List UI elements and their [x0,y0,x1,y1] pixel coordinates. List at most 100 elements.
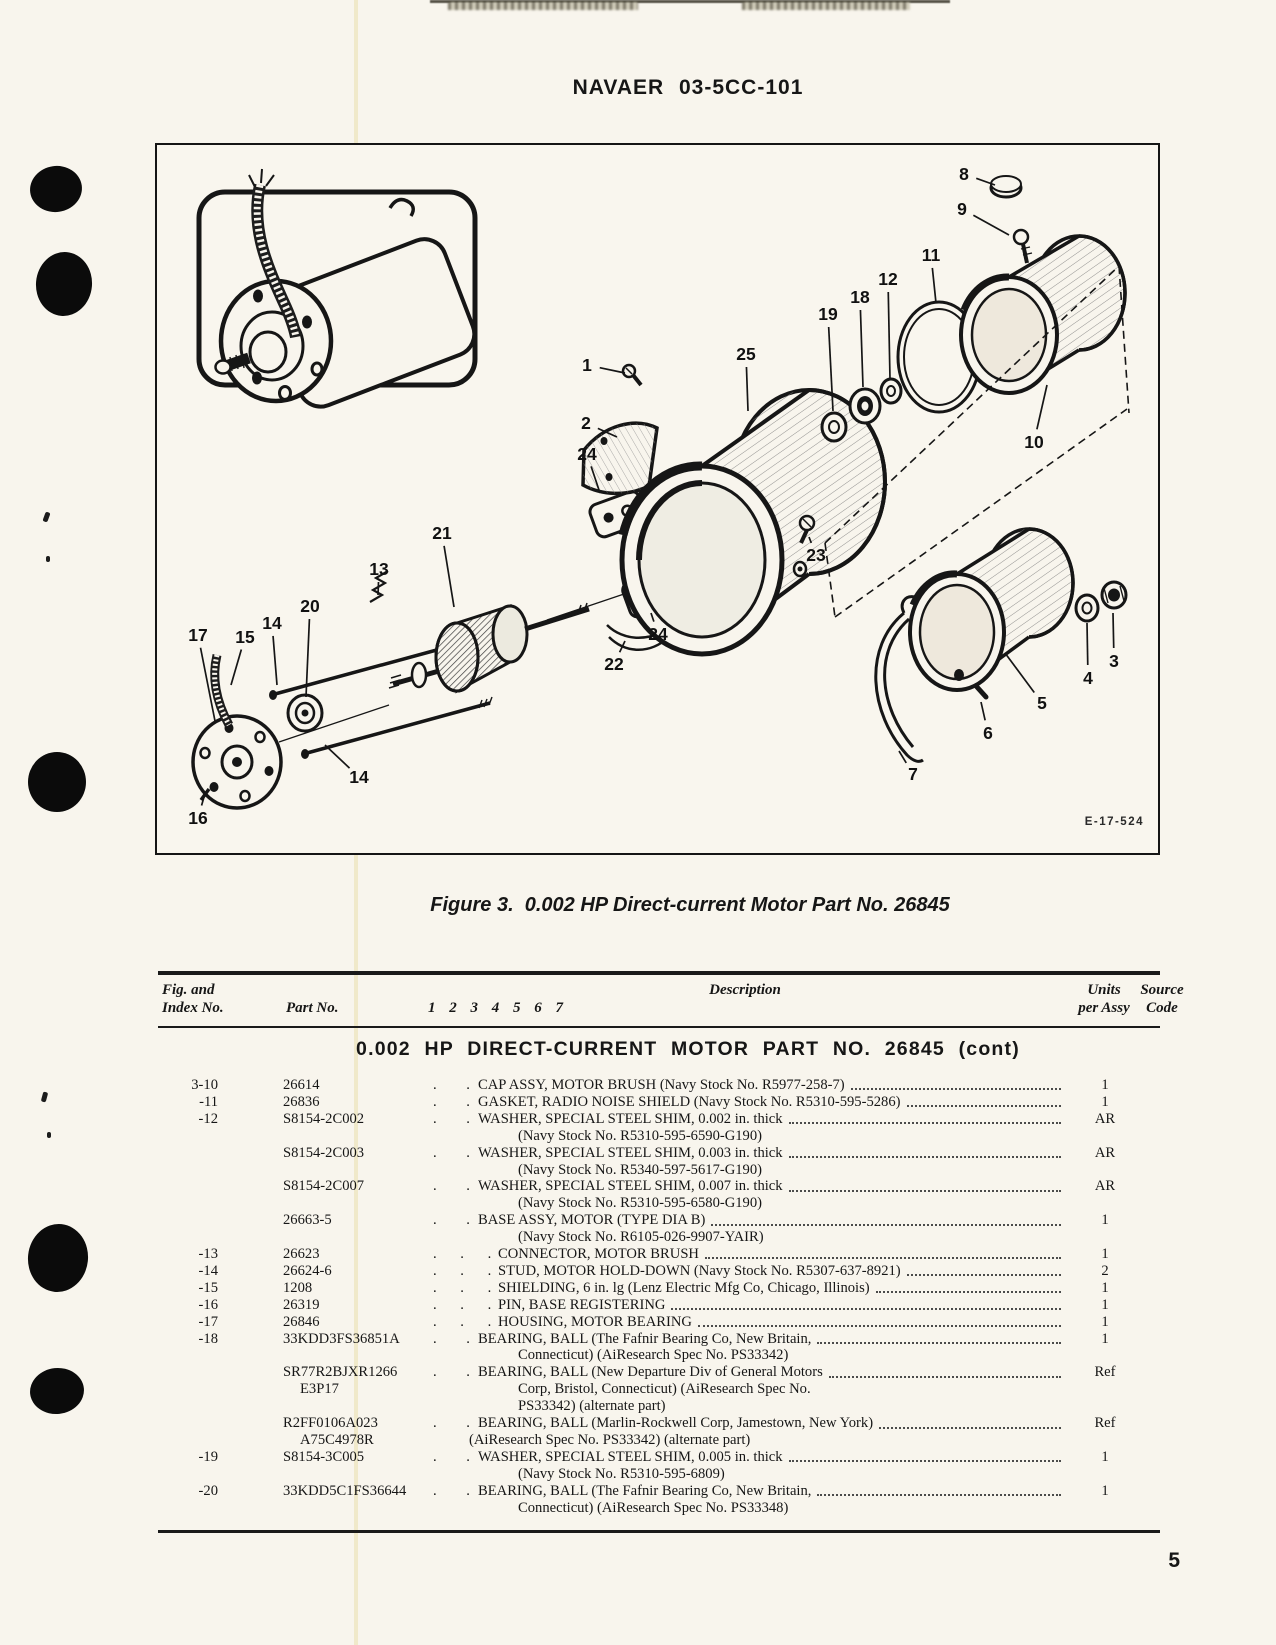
figure-callout-number: 25 [736,344,756,364]
leader-dots [711,1223,1061,1226]
description-text: BEARING, BALL (Marlin-Rockwell Corp, Jam… [478,1415,874,1432]
leader-dots [788,1156,1061,1159]
figure-callout-number: 20 [300,596,320,616]
leader-dots [906,1105,1061,1108]
description-text: WASHER, SPECIAL STEEL SHIM, 0.005 in. th… [478,1448,783,1465]
table-row: (Navy Stock No. R5310-595-6809) [160,1466,1160,1483]
part-number: S8154-2C003 [283,1144,365,1161]
description-text: WASHER, SPECIAL STEEL SHIM, 0.007 in. th… [478,1178,783,1195]
table-row: 26663-5. .BASE ASSY, MOTOR (TYPE DIA B)1 [160,1212,1160,1229]
callout-leader-line [199,647,216,722]
units-value: 1 [1101,1448,1109,1465]
description-text: WASHER, SPECIAL STEEL SHIM, 0.002 in. th… [478,1110,783,1127]
punch-hole [27,162,85,216]
callout-leader-line [305,618,311,698]
figure-callout-number: 18 [850,287,870,307]
punch-hole [27,1365,87,1417]
part-number: 26663-5 [283,1212,332,1229]
part-number: SR77R2BJXR1266 [283,1364,398,1381]
figure-callout-number: 6 [983,723,993,743]
table-top-rule [158,971,1160,975]
description-cell: (Navy Stock No. R5310-595-6809) [433,1466,1065,1483]
description-text: (Navy Stock No. R5310-595-6590-G190) [518,1127,763,1144]
description-cell: (Navy Stock No. R5310-595-6580-G190) [433,1195,1065,1212]
description-text: Connecticut) (AiResearch Spec No. PS3334… [518,1347,789,1364]
description-text: BEARING, BALL (The Fafnir Bearing Co, Ne… [478,1482,812,1499]
figure-callout-number: 10 [1024,432,1044,452]
figure-callout-number: 1 [582,355,592,375]
description-text: HOUSING, MOTOR BEARING [498,1313,692,1330]
leader-dots [817,1342,1061,1344]
units-value: 1 [1101,1093,1109,1110]
row-index: -14 [198,1262,218,1279]
description-cell: (AiResearch Spec No. PS33342) (alternate… [433,1432,1065,1449]
figure-callout-number: 7 [908,764,918,784]
description-text: SHIELDING, 6 in. lg (Lenz Electric Mfg C… [498,1279,870,1296]
callout-leader-line [200,796,205,806]
description-text: (AiResearch Spec No. PS33342) (alternate… [469,1432,751,1449]
description-text: PS33342) (alternate part) [518,1398,666,1415]
row-index: -12 [198,1110,218,1127]
callout-leader-line [827,326,834,412]
figure-callouts: 1234567891011121314141516171819202122232… [188,164,1119,828]
indenture-dots: . . . [433,1246,502,1263]
indenture-dots: . . [433,1110,483,1127]
figure-callout-number: 21 [432,523,452,543]
units-value: AR [1094,1144,1116,1161]
callout-leader-line [597,427,618,438]
table-row: (Navy Stock No. R5310-595-6590-G190) [160,1128,1160,1145]
figure-callout-number: 13 [369,559,389,579]
callout-leader-line [1112,612,1115,649]
table-row: A75C4978R(AiResearch Spec No. PS33342) (… [160,1432,1160,1449]
part-number: 26614 [283,1077,320,1093]
row-index: -17 [198,1313,218,1330]
figure-callout-number: 3 [1109,651,1119,671]
callout-leader-line [324,744,351,769]
callout-leader-line [230,649,243,686]
figure-callout-number: 12 [878,269,898,289]
units-value: AR [1094,1110,1116,1127]
row-index: -18 [198,1330,218,1347]
scan-smudge [448,2,638,10]
callout-leader-line [650,612,655,622]
figure-callout-number: 23 [806,545,826,565]
description-text: Connecticut) (AiResearch Spec No. PS3334… [518,1499,789,1516]
leader-dots [788,1189,1061,1192]
part-number: S8154-2C007 [283,1178,365,1195]
indenture-dots: . . . [433,1313,502,1330]
indenture-dots: . . [433,1330,483,1347]
leader-dots [697,1325,1061,1328]
units-value: AR [1094,1178,1116,1195]
callout-leader-line [599,366,626,374]
units-value: 2 [1101,1262,1109,1279]
description-text: BASE ASSY, MOTOR (TYPE DIA B) [478,1212,706,1229]
description-cell: Connecticut) (AiResearch Spec No. PS3334… [433,1500,1065,1517]
part-number: 1208 [283,1279,313,1296]
table-row: (Navy Stock No. R6105-026-9907-YAIR) [160,1229,1160,1246]
leader-dots [817,1494,1061,1497]
leader-dots [875,1291,1061,1294]
description-cell: . . .CONNECTOR, MOTOR BRUSH [433,1246,1065,1263]
figure-callout-number: 11 [922,245,941,265]
indenture-dots: . . [433,1212,483,1229]
description-cell: Connecticut) (AiResearch Spec No. PS3334… [433,1347,1065,1365]
column-header-units: Units per Assy [1078,982,1130,1016]
part-number: E3P17 [300,1381,339,1398]
table-row: S8154-2C007. .WASHER, SPECIAL STEEL SHIM… [160,1178,1160,1195]
figure-callout-number: 24 [648,624,668,644]
callout-leader-line [898,750,907,764]
callout-leader-line [377,581,380,596]
figure-callout-number: 9 [957,199,967,219]
row-index: 3-10 [191,1077,218,1093]
units-value: 1 [1101,1296,1109,1313]
